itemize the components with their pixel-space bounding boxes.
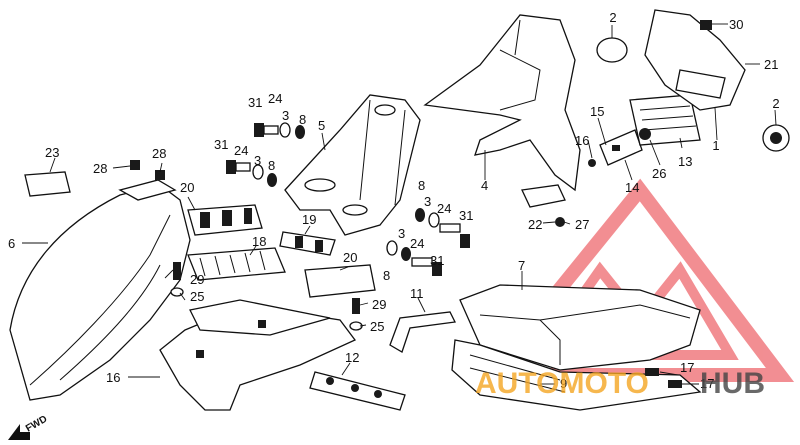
screw-15 (588, 159, 596, 167)
label-part-10: 12 (345, 350, 359, 365)
label-part-28b: 28 (152, 146, 166, 161)
label-part-29b: 29 (372, 297, 386, 312)
label-part-24c: 24 (437, 201, 451, 216)
screw-17b (668, 380, 682, 388)
nut-28b (155, 170, 165, 180)
watermark-brand-right: HUB (700, 367, 765, 400)
washer-25a (170, 287, 184, 297)
label-part-29a: 29 (190, 272, 204, 287)
rear-bracket-5 (284, 94, 421, 236)
label-part-31c: 31 (459, 208, 473, 223)
label-part-21: 21 (764, 57, 778, 72)
label-part-24b: 24 (234, 143, 248, 158)
label-part-7: 7 (518, 258, 525, 273)
label-part-4: 4 (481, 178, 488, 193)
bracket-20a (187, 204, 263, 236)
label-part-6: 6 (8, 236, 15, 251)
bolt-stack-right-upper (415, 208, 470, 248)
label-part-11: 11 (410, 286, 424, 301)
label-part-31b: 31 (214, 137, 228, 152)
screw-29a (173, 262, 181, 280)
bolt-stack-middle-left (226, 160, 277, 187)
cap-2a (596, 37, 628, 63)
label-part-8d: 8 (383, 268, 390, 283)
label-part-3c: 3 (424, 194, 431, 209)
screw-29b (352, 298, 360, 314)
label-part-13: 14 (625, 180, 639, 195)
label-part-28a: 28 (93, 161, 107, 176)
label-part-8a: 8 (299, 112, 306, 127)
label-part-14: 15 (590, 104, 604, 119)
screw-17a (645, 368, 659, 376)
nut-28a (130, 160, 140, 170)
watermark-brand-left: AUTOMOTO (475, 367, 649, 400)
bracket-14 (599, 129, 643, 166)
bolt-stack-right-lower (386, 240, 442, 276)
leader-lines (22, 23, 777, 385)
lens-9 (451, 339, 702, 411)
label-part-8c: 8 (418, 178, 425, 193)
label-part-20b: 20 (343, 250, 357, 265)
cap-2b (762, 124, 790, 152)
fwd-label: FWD (24, 414, 49, 435)
label-part-15: 16 (575, 133, 589, 148)
label-part-25a: 25 (190, 289, 204, 304)
label-part-3b: 3 (254, 153, 261, 168)
label-part-24d: 24 (410, 236, 424, 251)
label-part-1: 1 (712, 138, 719, 153)
watermark-text: AUTOMOTO HUB (475, 367, 765, 400)
seat-cowl-4 (423, 14, 581, 192)
label-part-31a: 31 (248, 95, 262, 110)
label-part-3d: 3 (398, 226, 405, 241)
label-part-19: 19 (302, 212, 316, 227)
bolt-stack-upper-left (254, 122, 305, 139)
label-part-3a: 3 (282, 108, 289, 123)
label-part-25b: 25 (370, 319, 384, 334)
label-part-17a: 17 (680, 360, 694, 375)
bracket-10 (309, 371, 406, 411)
label-part-17b: 17 (700, 376, 714, 391)
label-part-30: 30 (729, 17, 743, 32)
reflector-22 (521, 184, 566, 208)
label-part-16: 16 (106, 370, 120, 385)
bracket-19 (279, 231, 336, 256)
under-cover-16 (159, 299, 357, 411)
label-part-18: 18 (252, 234, 266, 249)
label-part-8b: 8 (268, 158, 275, 173)
label-part-2a: 2 (609, 10, 616, 25)
reflector-20b (304, 264, 376, 298)
label-part-24a: 24 (268, 91, 282, 106)
nut-26 (639, 128, 651, 140)
fin-plate-18 (187, 247, 286, 281)
screw-27 (555, 217, 565, 227)
lamp-housing-21 (644, 9, 746, 111)
label-part-9: 9 (560, 376, 567, 391)
reflector-sticker (24, 171, 71, 197)
label-part-27: 27 (575, 217, 589, 232)
part-labels: 2 30 21 2 1 13 26 14 15 16 22 27 4 5 31 … (8, 10, 780, 391)
label-part-22: 22 (528, 217, 542, 232)
label-part-26: 26 (652, 166, 666, 181)
label-part-20a: 20 (180, 180, 194, 195)
forward-arrow-icon: FWD (8, 414, 49, 440)
screw-30 (700, 20, 712, 30)
rear-fender (9, 179, 191, 401)
label-part-5: 5 (318, 118, 325, 133)
bracket-11 (389, 311, 456, 353)
label-part-31d: 31 (430, 253, 444, 268)
label-part-23: 23 (45, 145, 59, 160)
label-part-12: 13 (678, 154, 692, 169)
label-part-2b: 2 (772, 96, 779, 111)
